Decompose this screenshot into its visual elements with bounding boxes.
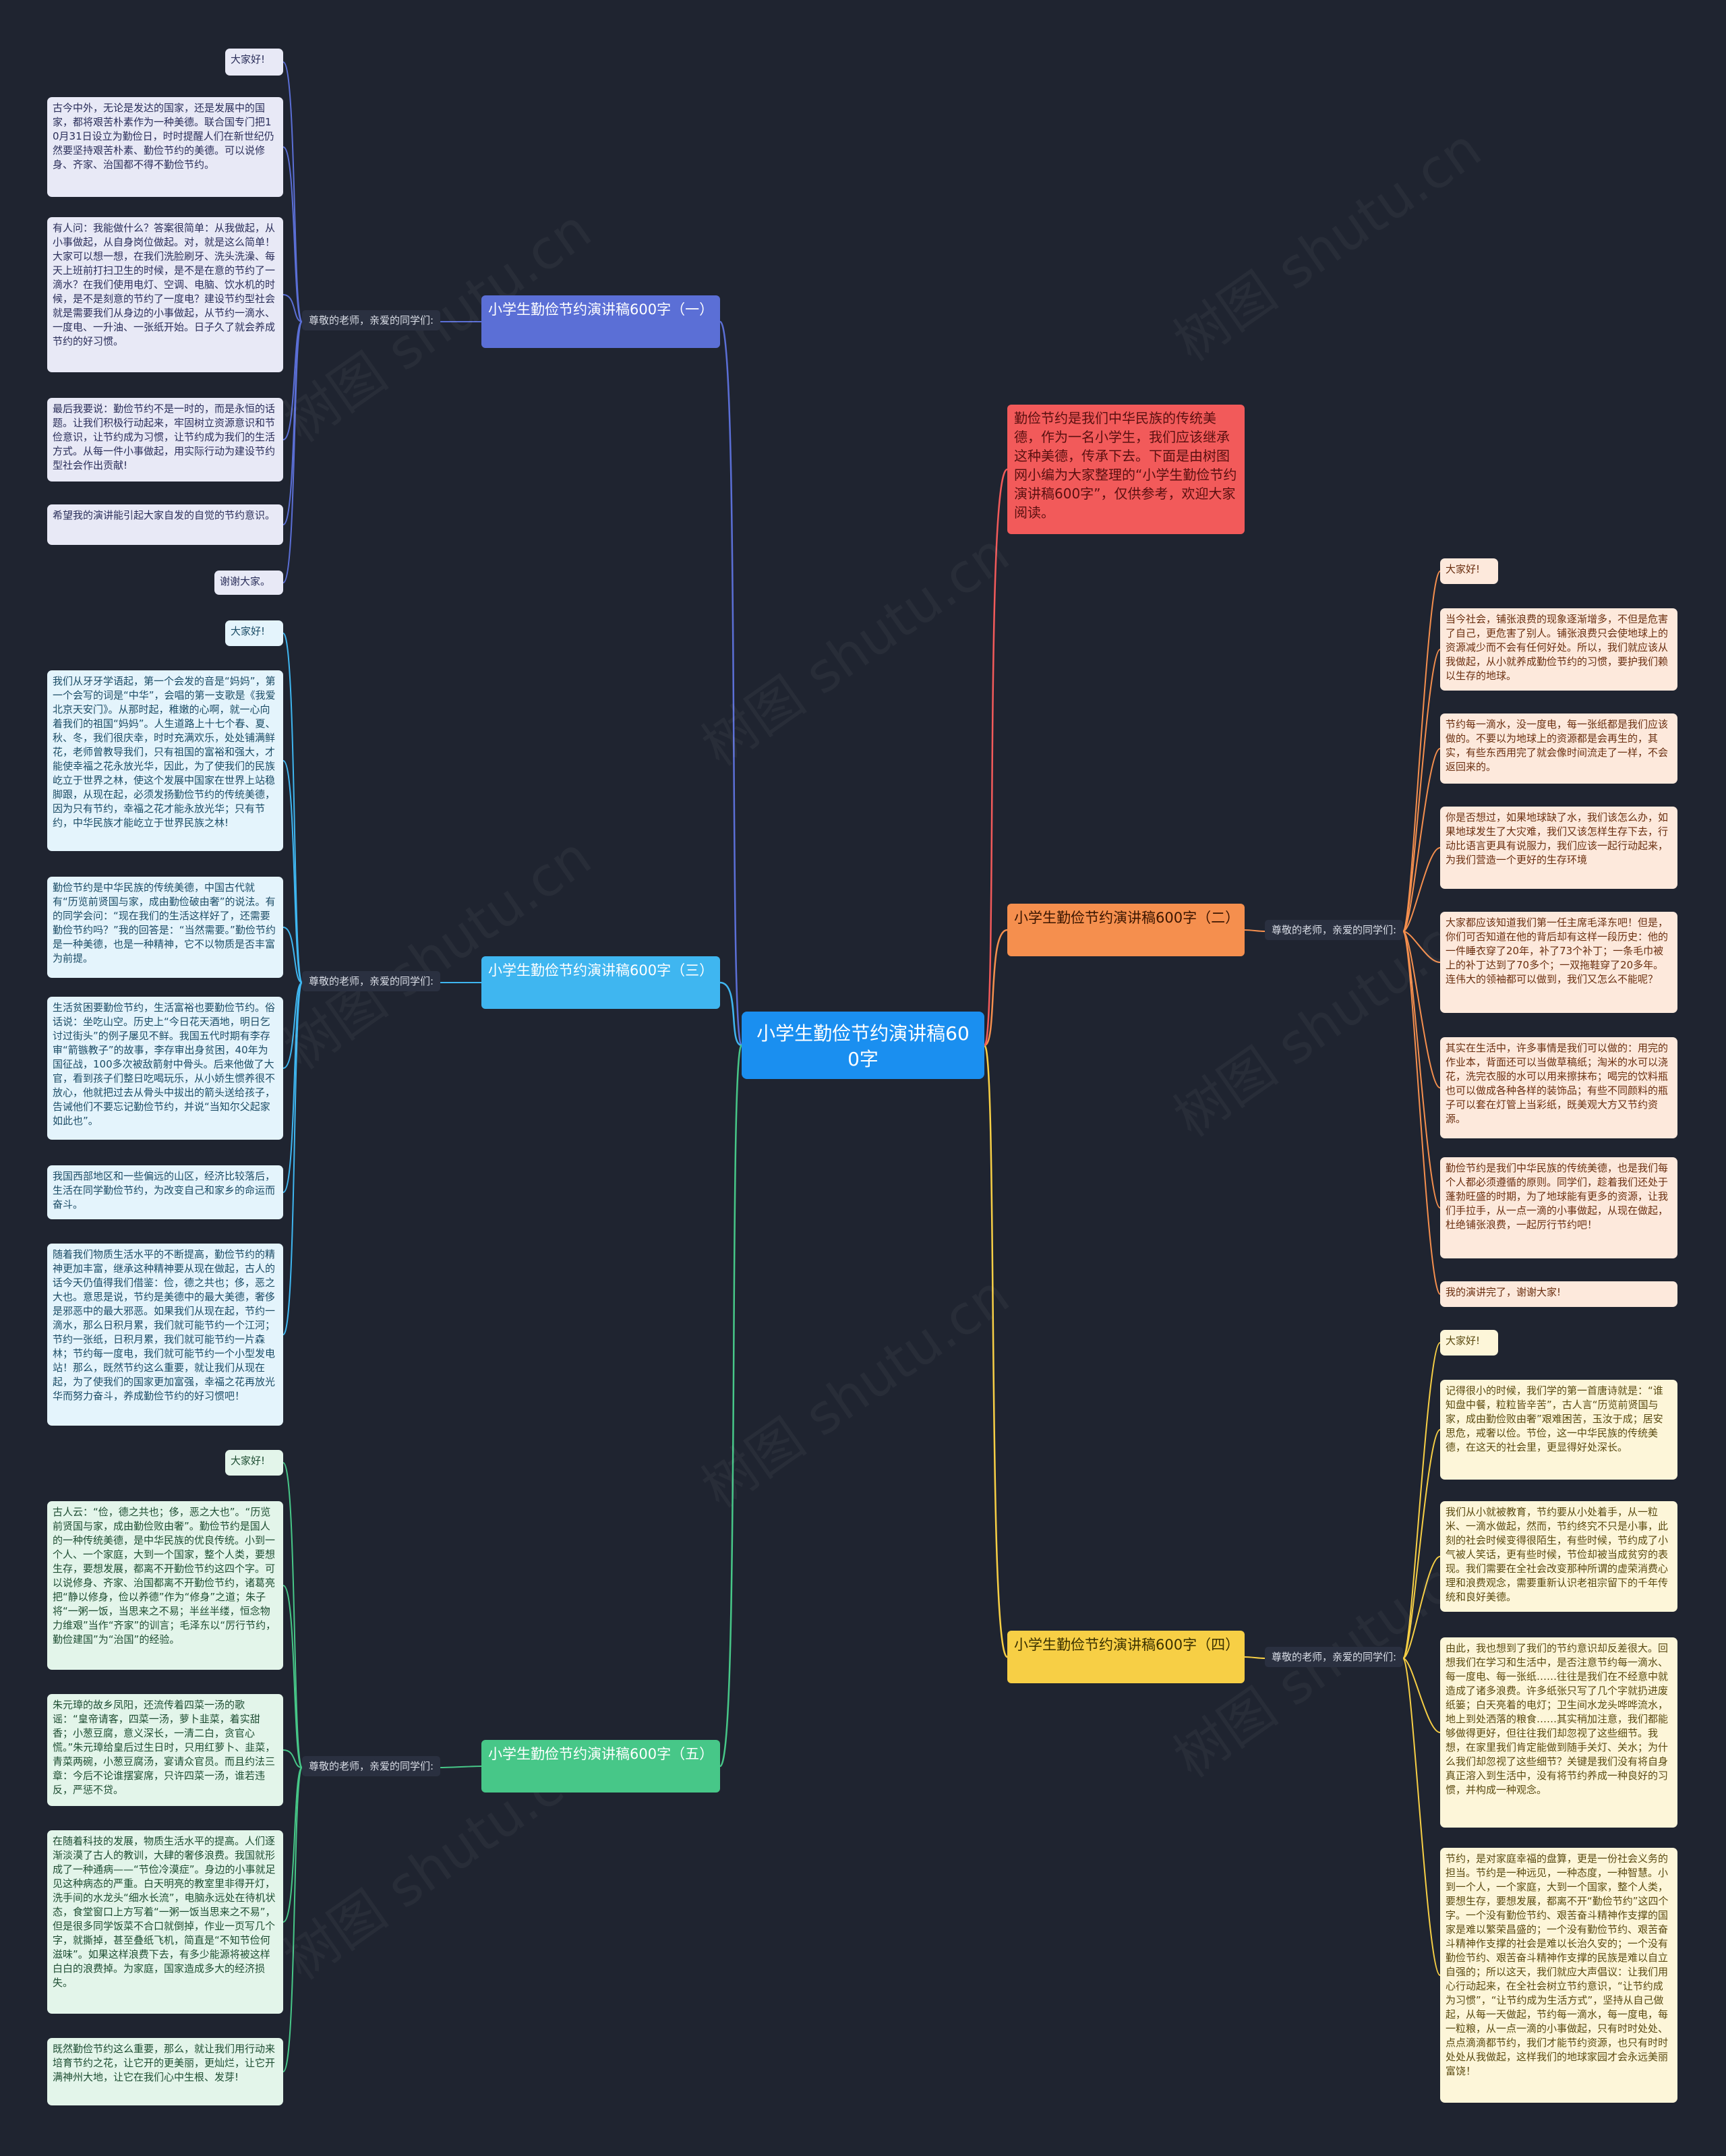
leaf-text-node[interactable]: 大家都应该知道我们第一任主席毛泽东吧！但是，你们可否知道在他的背后却有这样一段历… xyxy=(1440,912,1677,1013)
leaf-text-node[interactable]: 勤俭节约是中华民族的传统美德，中国古代就有“历览前贤国与家，成由勤俭破由奢”的说… xyxy=(47,877,283,978)
leaf-text-node[interactable]: 记得很小的时候，我们学的第一首唐诗就是：“谁知盘中餐，粒粒皆辛苦”，古人言“历览… xyxy=(1440,1380,1677,1480)
leaf-text-node[interactable]: 其实在生活中，许多事情是我们可以做的：用完的作业本，背面还可以当做草稿纸；淘米的… xyxy=(1440,1037,1677,1138)
branch-node-b1[interactable]: 小学生勤俭节约演讲稿600字（一） xyxy=(481,295,720,348)
leaf-text-node[interactable]: 节约，是对家庭幸福的盘算，更是一份社会义务的担当。节约是一种远见，一种态度，一种… xyxy=(1440,1848,1677,2103)
greeting-subnode-b2[interactable]: 尊敬的老师，亲爱的同学们: xyxy=(1265,920,1404,940)
leaf-text-node[interactable]: 由此，我也想到了我们的节约意识却反差很大。回想我们在学习和生活中，是否注意节约每… xyxy=(1440,1637,1677,1828)
leaf-text-node[interactable]: 有人问：我能做什么？答案很简单：从我做起，从小事做起，从自身岗位做起。对，就是这… xyxy=(47,217,283,372)
leaf-text-node[interactable]: 既然勤俭节约这么重要，那么，就让我们用行动来培育节约之花，让它开的更美丽，更灿烂… xyxy=(47,2038,283,2105)
leaf-text-node[interactable]: 我们从牙牙学语起，第一个会发的音是“妈妈”，第一个会写的词是“中华”，会唱的第一… xyxy=(47,670,283,851)
leaf-text-node[interactable]: 最后我要说：勤俭节约不是一时的，而是永恒的话题。让我们积极行动起来，牢固树立资源… xyxy=(47,398,283,482)
leaf-text-node[interactable]: 谢谢大家。 xyxy=(214,571,283,595)
intro-summary-node[interactable]: 勤俭节约是我们中华民族的传统美德，作为一名小学生，我们应该继承这种美德，传承下去… xyxy=(1007,405,1245,534)
leaf-text-node[interactable]: 希望我的演讲能引起大家自发的自觉的节约意识。 xyxy=(47,504,283,545)
leaf-text-node[interactable]: 古今中外，无论是发达的国家，还是发展中的国家，都将艰苦朴素作为一种美德。联合国专… xyxy=(47,97,283,197)
branch-node-b4[interactable]: 小学生勤俭节约演讲稿600字（四） xyxy=(1007,1631,1245,1683)
leaf-text-node[interactable]: 古人云：“俭，德之共也；侈，恶之大也”。“历览前贤国与家，成由勤俭败由奢”。勤俭… xyxy=(47,1501,283,1670)
leaf-text-node[interactable]: 大家好! xyxy=(1440,558,1498,584)
branch-node-b3[interactable]: 小学生勤俭节约演讲稿600字（三） xyxy=(481,956,720,1009)
leaf-text-node[interactable]: 在随着科技的发展，物质生活水平的提高。人们逐渐淡漠了古人的教训，大肆的奢侈浪费。… xyxy=(47,1830,283,2014)
center-topic[interactable]: 小学生勤俭节约演讲稿600字 xyxy=(742,1012,984,1079)
leaf-text-node[interactable]: 大家好! xyxy=(1440,1330,1498,1356)
leaf-text-node[interactable]: 我国西部地区和一些偏远的山区，经济比较落后，生活在同学勤俭节约，为改变自己和家乡… xyxy=(47,1165,283,1219)
leaf-text-node[interactable]: 我的演讲完了，谢谢大家! xyxy=(1440,1281,1677,1307)
greeting-subnode-b3[interactable]: 尊敬的老师，亲爱的同学们: xyxy=(302,971,441,991)
leaf-text-node[interactable]: 节约每一滴水，没一度电，每一张纸都是我们应该做的。不要以为地球上的资源都是会再生… xyxy=(1440,713,1677,784)
leaf-text-node[interactable]: 朱元璋的故乡凤阳，还流传着四菜一汤的歌谣：“皇帝请客，四菜一汤，萝卜韭菜，着实甜… xyxy=(47,1694,283,1806)
branch-node-b2[interactable]: 小学生勤俭节约演讲稿600字（二） xyxy=(1007,904,1245,956)
greeting-subnode-b5[interactable]: 尊敬的老师，亲爱的同学们: xyxy=(302,1756,441,1776)
greeting-subnode-b4[interactable]: 尊敬的老师，亲爱的同学们: xyxy=(1265,1647,1404,1667)
leaf-text-node[interactable]: 大家好! xyxy=(225,620,283,646)
leaf-text-node[interactable]: 勤俭节约是我们中华民族的传统美德，也是我们每个人都必须遵循的原则。同学们，趁着我… xyxy=(1440,1157,1677,1258)
leaf-text-node[interactable]: 大家好! xyxy=(225,49,283,76)
leaf-text-node[interactable]: 随着我们物质生活水平的不断提高，勤俭节约的精神更加丰富，继承这种精神要从现在做起… xyxy=(47,1244,283,1426)
leaf-text-node[interactable]: 当今社会，铺张浪费的现象逐渐增多，不但是危害了自己，更危害了别人。铺张浪费只会使… xyxy=(1440,608,1677,691)
branch-node-b5[interactable]: 小学生勤俭节约演讲稿600字（五） xyxy=(481,1740,720,1793)
leaf-text-node[interactable]: 我们从小就被教育，节约要从小处着手，从一粒米、一滴水做起，然而，节约终究不只是小… xyxy=(1440,1501,1677,1612)
greeting-subnode-b1[interactable]: 尊敬的老师，亲爱的同学们: xyxy=(302,310,441,330)
leaf-text-node[interactable]: 生活贫困要勤俭节约，生活富裕也要勤俭节约。俗话说：坐吃山空。历史上“今日花天酒地… xyxy=(47,997,283,1140)
leaf-text-node[interactable]: 你是否想过，如果地球缺了水，我们该怎么办，如果地球发生了大灾难，我们又该怎样生存… xyxy=(1440,807,1677,889)
leaf-text-node[interactable]: 大家好! xyxy=(225,1450,283,1476)
